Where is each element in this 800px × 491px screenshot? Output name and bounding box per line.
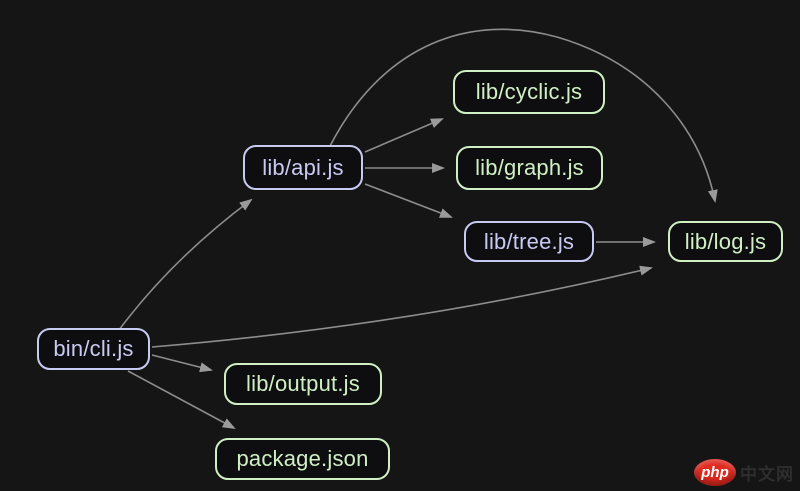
graph-node-lib-api-js: lib/api.js (243, 145, 363, 190)
edge-lib-api-js-to-lib-tree-js (364, 183, 453, 218)
edge-bin-cli-js-to-lib-log-js (151, 265, 653, 348)
edge-bin-cli-js-to-lib-api-js (118, 198, 253, 331)
graph-node-package-json: package.json (215, 438, 390, 480)
php-logo-icon: php (694, 459, 736, 486)
edge-bin-cli-js-to-lib-output-js (151, 354, 213, 373)
edge-lib-api-js-to-lib-log-js (329, 28, 718, 203)
watermark-logo: php 中文网 (694, 459, 794, 486)
graph-node-lib-cyclic-js: lib/cyclic.js (453, 70, 605, 114)
edge-bin-cli-js-to-package-json (127, 370, 236, 429)
watermark-site-text: 中文网 (740, 465, 794, 484)
graph-node-lib-output-js: lib/output.js (224, 363, 382, 405)
graph-node-lib-log-js: lib/log.js (668, 221, 783, 262)
graph-node-lib-tree-js: lib/tree.js (464, 221, 594, 262)
graph-node-lib-graph-js: lib/graph.js (456, 146, 603, 190)
edge-lib-api-js-to-lib-cyclic-js (364, 118, 444, 153)
graph-node-bin-cli-js: bin/cli.js (37, 328, 150, 370)
